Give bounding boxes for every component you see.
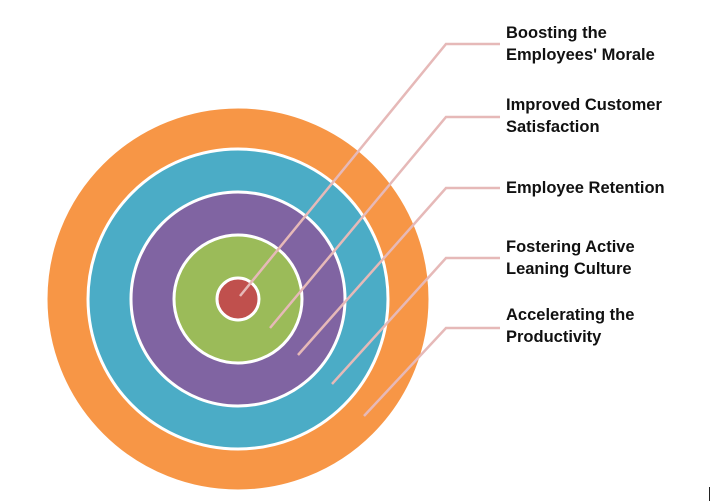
label-employee-retention: Employee Retention xyxy=(506,179,665,197)
leader-line-4 xyxy=(331,256,500,385)
leader-line-2 xyxy=(269,115,500,329)
ring-core xyxy=(215,276,261,322)
edge-divider xyxy=(709,487,710,501)
label-improved-customer-satisfaction: Improved Customer Satisfaction xyxy=(506,96,662,136)
label-accelerating-productivity: Accelerating the Productivity xyxy=(506,306,635,346)
leader-line-1 xyxy=(239,42,500,297)
label-fostering-active-learning-culture: Fostering Active Leaning Culture xyxy=(506,238,635,278)
leader-line-3 xyxy=(297,186,500,356)
leader-line-5 xyxy=(363,326,500,417)
label-boosting-employees-morale: Boosting the Employees' Morale xyxy=(506,24,655,64)
